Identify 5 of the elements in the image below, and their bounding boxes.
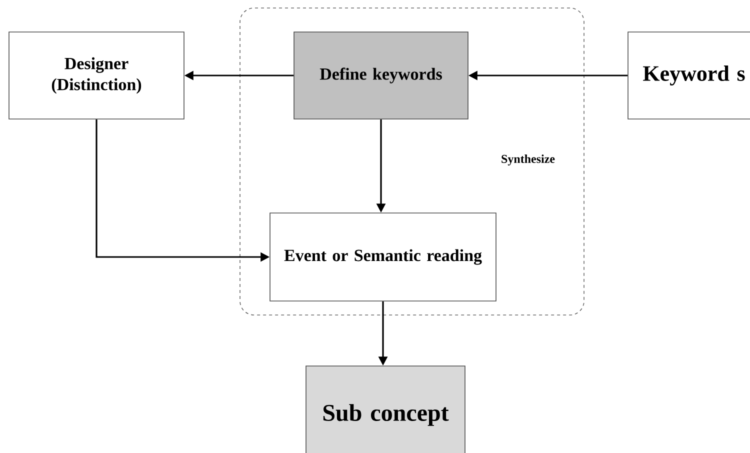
process-box: Define keywords	[294, 32, 468, 120]
process-box: Designer (Distinction)	[8, 32, 184, 120]
process-box: Keyword s	[628, 32, 750, 120]
process-box: Event or Semantic reading	[270, 212, 496, 302]
process-box: Sub concept	[306, 366, 466, 453]
